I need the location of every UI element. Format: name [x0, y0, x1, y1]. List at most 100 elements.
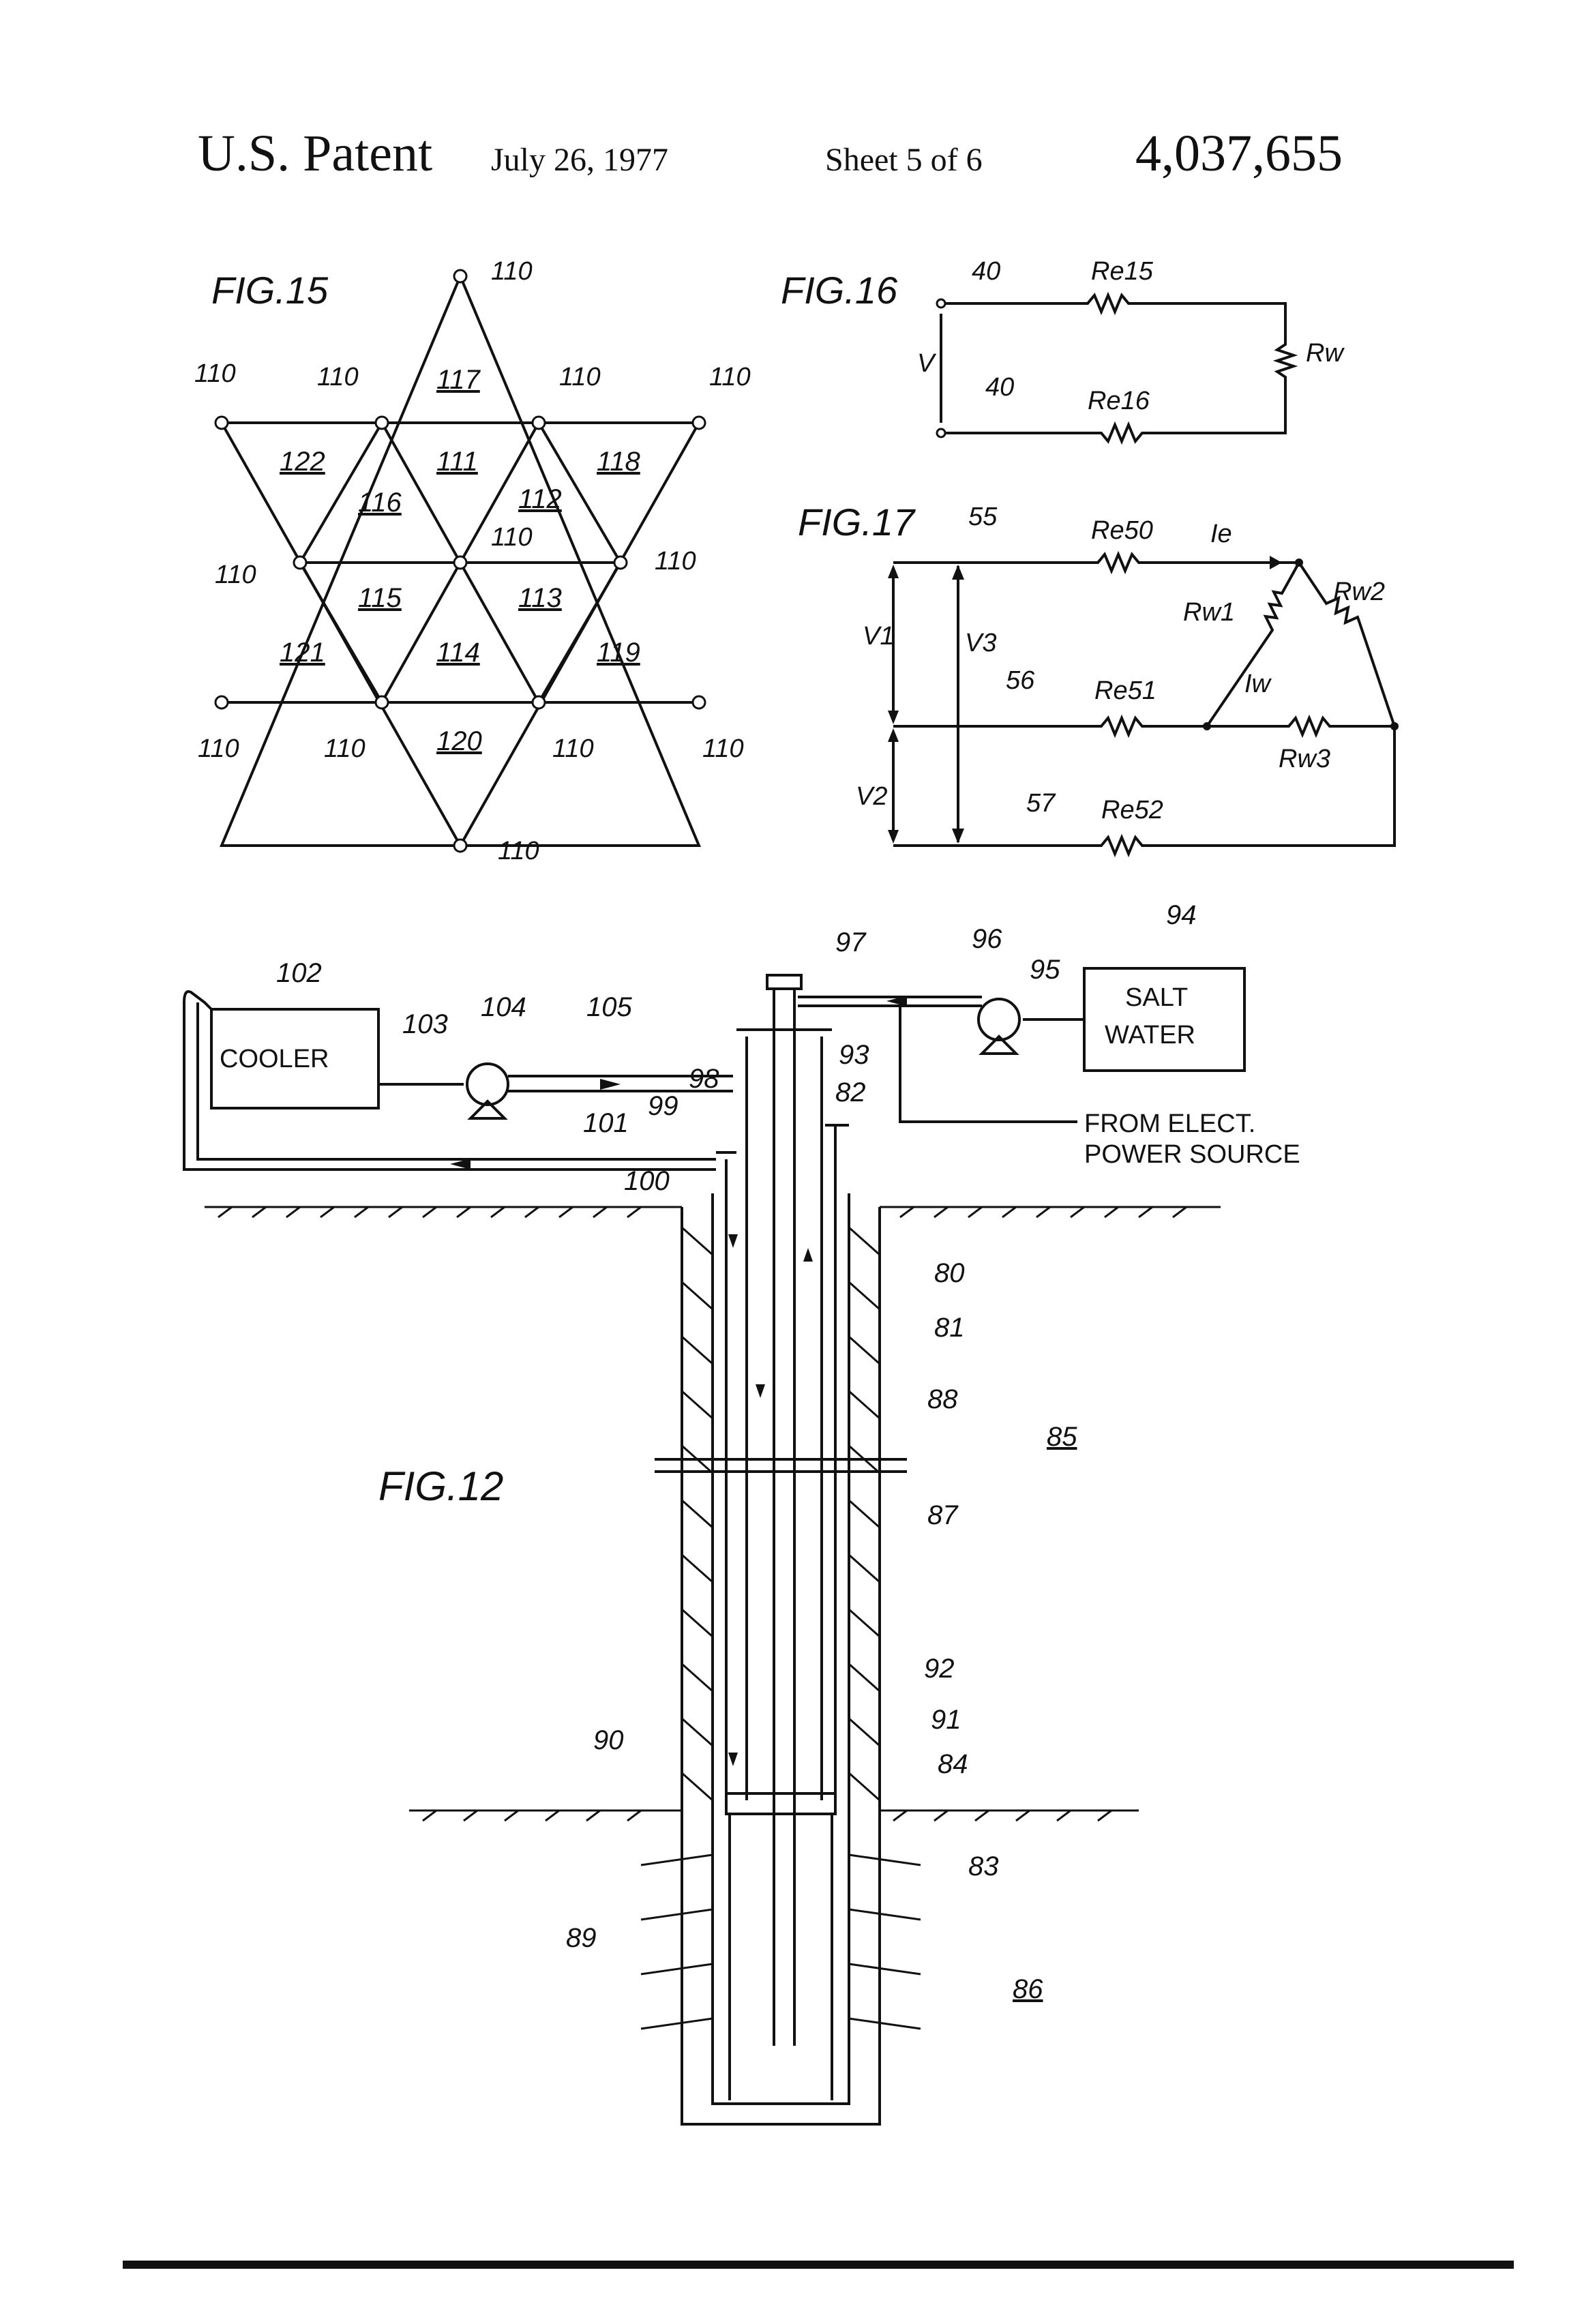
fig17-labels: 55 Re50 Ie Rw1 Rw2 V1 V3 Iw 56 Re51 Rw3 … — [856, 503, 1385, 824]
lower-pipe — [774, 1909, 794, 2046]
node-label: 110 — [559, 363, 601, 391]
fig15-nodes — [215, 270, 705, 852]
ref-label-103: 103 — [402, 1009, 448, 1039]
ref-label-95: 95 — [1030, 955, 1060, 985]
resistor-label-rw1: Rw1 — [1183, 598, 1235, 627]
ref-label-101: 101 — [583, 1108, 629, 1138]
node-circle — [614, 556, 627, 569]
wire-label-40: 40 — [985, 373, 1014, 402]
power-source-label-1: FROM ELECT. — [1084, 1109, 1255, 1138]
resistor-label-rw3: Rw3 — [1279, 745, 1330, 773]
node-circle — [533, 696, 545, 709]
page-header: U.S. Patent July 26, 1977 Sheet 5 of 6 4… — [198, 125, 1343, 182]
ref-label-90: 90 — [593, 1725, 624, 1755]
resistor-label-re15: Re15 — [1091, 257, 1154, 286]
resistor-label-rw: Rw — [1306, 339, 1345, 368]
resistor-label-re16: Re16 — [1088, 387, 1150, 415]
current-label-ie: Ie — [1210, 520, 1232, 548]
fig16-title: FIG.16 — [781, 269, 898, 312]
coolant-pump-icon — [467, 1064, 508, 1105]
ref-label-104: 104 — [481, 992, 526, 1022]
ref-label-88: 88 — [927, 1384, 958, 1414]
node-label: 110 — [324, 734, 365, 763]
node-label: 110 — [491, 257, 533, 286]
ref-label-91: 91 — [931, 1705, 961, 1735]
pipe-cap — [767, 975, 801, 989]
node-label: 110 — [709, 363, 751, 391]
fig16-terminal-top — [937, 299, 945, 308]
wire-label-56: 56 — [1006, 666, 1035, 695]
fig12-reference-labels: 102 103 104 105 97 96 95 94 93 82 98 99 … — [276, 900, 1197, 2004]
voltage-label-v: V — [917, 349, 937, 378]
resistor-label-re52: Re52 — [1101, 796, 1163, 824]
ref-label-102: 102 — [276, 958, 322, 988]
ref-label-85: 85 — [1047, 1422, 1077, 1452]
cell-label: 117 — [436, 365, 481, 395]
voltage-label-v1: V1 — [863, 622, 894, 651]
cell-label: 116 — [358, 488, 402, 518]
lower-chamber — [730, 1814, 832, 2100]
fig17-title: FIG.17 — [798, 501, 916, 543]
section-break — [655, 1459, 907, 1472]
node-label: 110 — [491, 523, 533, 552]
node-circle — [215, 696, 228, 709]
node-circle — [454, 839, 466, 852]
resistor-label-re50: Re50 — [1091, 516, 1153, 545]
publisher-label: U.S. Patent — [198, 125, 432, 182]
bottom-border-rule — [123, 2261, 1514, 2269]
ref-label-87: 87 — [927, 1500, 959, 1530]
ref-label-96: 96 — [972, 924, 1002, 954]
fig16-terminal-bottom — [937, 429, 945, 437]
power-line-93 — [839, 1006, 1077, 1122]
ref-label-93: 93 — [839, 1040, 869, 1070]
salt-water-label-2: WATER — [1105, 1021, 1195, 1049]
fig16-circuit — [941, 295, 1294, 441]
node-circle — [215, 417, 228, 429]
cell-label: 112 — [518, 484, 562, 514]
flow-arrows-well — [728, 1234, 813, 1766]
salt-water-label-1: SALT — [1125, 983, 1188, 1012]
ref-label-92: 92 — [924, 1654, 955, 1684]
ref-label-86: 86 — [1013, 1974, 1043, 2004]
node-circle — [294, 556, 306, 569]
cooler-return-line — [184, 992, 716, 1170]
central-pipes — [736, 975, 832, 2046]
ref-label-100: 100 — [624, 1166, 670, 1196]
ref-label-98: 98 — [689, 1064, 719, 1094]
cell-label: 122 — [280, 447, 325, 477]
node-label: 110 — [498, 837, 539, 865]
voltage-label-v3: V3 — [965, 629, 996, 657]
ref-label-83: 83 — [968, 1851, 999, 1881]
figure-16: FIG.16 40 Re15 Rw V 40 Re16 — [781, 257, 1345, 441]
packer-seal — [726, 1793, 835, 1814]
fig16-labels: 40 Re15 Rw V 40 Re16 — [917, 257, 1345, 415]
power-source-label-2: POWER SOURCE — [1084, 1140, 1300, 1169]
cell-label: 121 — [280, 638, 325, 668]
node-label: 110 — [215, 561, 256, 589]
ref-label-82: 82 — [835, 1077, 866, 1107]
cell-label: 118 — [597, 447, 641, 477]
ref-label-84: 84 — [938, 1749, 968, 1779]
node-circle — [693, 696, 705, 709]
resistor-label-rw2: Rw2 — [1333, 578, 1385, 606]
node-circle — [533, 417, 545, 429]
cooler-return-line-inner — [198, 1002, 716, 1159]
fig15-title: FIG.15 — [211, 269, 329, 312]
ref-label-99: 99 — [648, 1091, 678, 1121]
cell-label: 113 — [518, 583, 562, 613]
sheet-number: Sheet 5 of 6 — [825, 142, 983, 178]
node-label: 110 — [552, 734, 594, 763]
wire-label-55: 55 — [968, 503, 998, 531]
figure-15: FIG.15 — [194, 257, 751, 865]
node-circle — [376, 696, 388, 709]
borehole-walls — [682, 1125, 880, 2124]
issue-date: July 26, 1977 — [491, 142, 668, 178]
ref-label-89: 89 — [566, 1923, 597, 1953]
cell-label: 120 — [436, 726, 482, 756]
voltage-label-v2: V2 — [856, 782, 887, 811]
current-label-iw: Iw — [1244, 670, 1272, 698]
cooler-label: COOLER — [220, 1045, 329, 1073]
node-circle — [454, 270, 466, 282]
node-circle — [376, 417, 388, 429]
